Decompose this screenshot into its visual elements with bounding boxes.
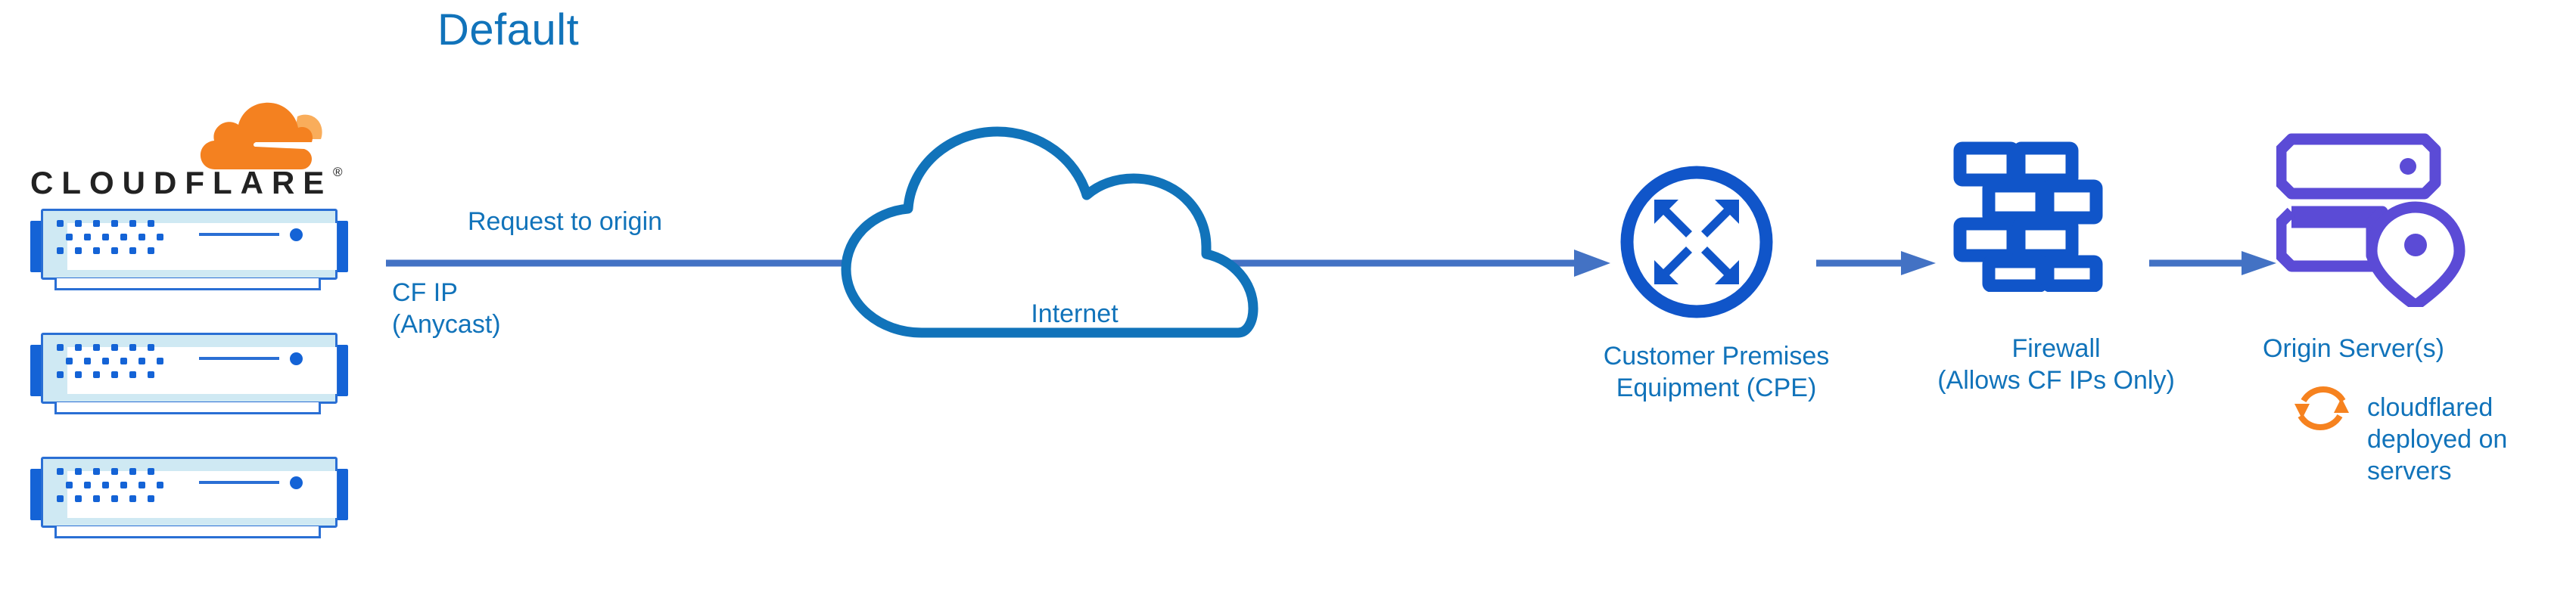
- origin-server-label: Origin Server(s): [2263, 334, 2444, 363]
- rack-status-line: [199, 233, 279, 236]
- rack-status-line: [199, 481, 279, 484]
- vent-dots-icon: [57, 344, 178, 384]
- vent-dots-icon: [57, 220, 178, 260]
- vent-dots-icon: [57, 468, 178, 508]
- cloudflare-cloud-icon: [180, 100, 324, 173]
- server-rack-pin-icon: [2276, 133, 2466, 307]
- internet-label: Internet: [1031, 299, 1118, 328]
- cloudflare-edge-server: [30, 333, 348, 414]
- rack-base: [54, 278, 321, 290]
- firewall-label: Firewall (Allows CF IPs Only): [1937, 334, 2175, 395]
- led-indicator-icon: [290, 228, 303, 241]
- rack-base: [54, 402, 321, 414]
- rack-base: [54, 526, 321, 538]
- sync-arrows-icon: [2294, 386, 2349, 431]
- cloudflared-annotation-label: cloudflared deployed on servers: [2367, 393, 2508, 485]
- registered-trademark-icon: ®: [333, 165, 343, 179]
- led-indicator-icon: [290, 476, 303, 489]
- cloudflare-edge-server: [30, 209, 348, 290]
- rack-body: [41, 209, 338, 280]
- rack-body: [41, 457, 338, 528]
- router-arrows-icon: [1620, 166, 1773, 318]
- cpe-label: Customer Premises Equipment (CPE): [1603, 342, 1830, 402]
- cf-ip-anycast-label: CF IP (Anycast): [392, 278, 501, 339]
- internet-cloud-icon: [841, 126, 1258, 338]
- rack-body: [41, 333, 338, 404]
- request-to-origin-label: Request to origin: [468, 207, 663, 236]
- arrow-right-icon: [1816, 251, 1936, 275]
- cloudflare-edge-server: [30, 457, 348, 538]
- led-indicator-icon: [290, 352, 303, 365]
- cloudflare-logo: CLOUDFLARE ®: [30, 100, 356, 200]
- arrow-right-icon: [2149, 251, 2276, 275]
- rack-status-line: [199, 357, 279, 360]
- page-title: Default: [437, 5, 580, 54]
- cloudflare-wordmark: CLOUDFLARE: [30, 165, 333, 200]
- brick-wall-icon: [1953, 141, 2103, 292]
